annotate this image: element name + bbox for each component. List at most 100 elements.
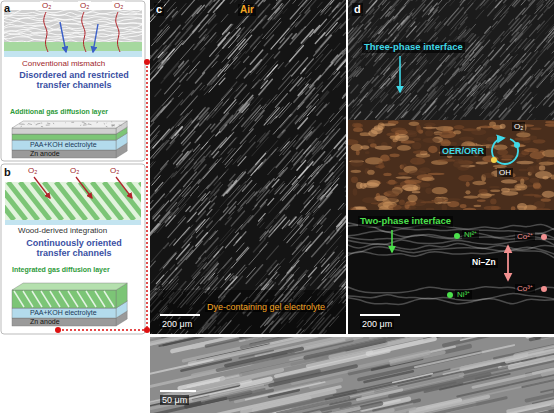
fiber-streak: [293, 0, 307, 3]
oriented-channel: [86, 291, 96, 307]
fiber-streak: [214, 247, 223, 257]
fiber-streak: [512, 48, 516, 53]
fiber-streak: [494, 6, 506, 20]
fiber-streak: [435, 18, 447, 31]
fiber-streak: [180, 149, 193, 164]
fiber-streak: [543, 87, 554, 105]
fiber-streak: [364, 19, 370, 26]
fiber-streak: [535, 69, 542, 77]
fiber-streak: [253, 41, 260, 49]
panel-d-micrograph: [341, 0, 554, 334]
fiber-streak: [486, 0, 502, 8]
fiber-streak: [393, 62, 406, 76]
fiber-streak: [384, 68, 390, 75]
fiber-streak: [551, 64, 554, 76]
fiber-streak: [159, 140, 167, 149]
fiber-streak: [388, 9, 394, 16]
fiber-streak: [207, 251, 224, 270]
fiber-streak: [315, 33, 325, 44]
fiber-streak: [324, 259, 337, 273]
fiber-streak: [313, 27, 317, 32]
fiber-streak: [494, 31, 505, 43]
fiber-streak: [524, 94, 537, 109]
fiber-streak: [530, 107, 535, 112]
fiber-streak: [239, 93, 249, 104]
fiber-streak: [209, 184, 223, 200]
oxygen-arrow: [116, 177, 132, 198]
wavy-fiber: [4, 18, 142, 22]
disordered-channel: [119, 124, 122, 126]
fiber-streak: [207, 69, 221, 84]
fiber-streak: [298, 102, 305, 110]
fiber-streak: [411, 95, 417, 101]
catalyst-grain: [529, 178, 539, 183]
disordered-channel: [84, 123, 86, 124]
fiber-streak: [350, 89, 365, 106]
fiber-streak: [305, 79, 310, 85]
fiber-streak: [448, 74, 456, 83]
disordered-channel: [27, 124, 28, 126]
catalyst-grain: [383, 173, 391, 176]
fiber-streak: [418, 19, 433, 36]
fiber-streak: [158, 59, 166, 68]
fiber-streak: [150, 200, 153, 209]
fiber-streak: [275, 79, 293, 100]
gel-wave: [348, 250, 554, 258]
catalyst-grain: [428, 173, 445, 175]
fiber-streak: [423, 0, 438, 11]
fiber-streak: [220, 132, 233, 147]
fiber-streak: [171, 151, 178, 159]
catalyst-grain: [348, 139, 359, 145]
catalyst-grain: [422, 138, 440, 143]
catalyst-grain: [488, 126, 500, 128]
fiber-streak: [207, 209, 212, 215]
fiber-streak: [293, 152, 298, 157]
layer-top: [12, 121, 127, 128]
fiber-streak: [289, 46, 303, 62]
fiber-streak: [150, 209, 151, 219]
fiber-streak: [458, 83, 466, 92]
catalyst-grain: [391, 127, 407, 133]
fiber-streak: [179, 92, 183, 97]
fiber-streak: [237, 21, 255, 42]
fiber-streak: [370, 9, 374, 14]
callout-dot: [55, 327, 61, 333]
fiber-streak: [500, 54, 509, 65]
fiber-streak: [237, 142, 255, 162]
fiber-streak: [225, 159, 232, 167]
fiber-streak: [210, 231, 218, 240]
fiber-streak: [264, 0, 276, 1]
fiber-streak: [493, 64, 504, 76]
fiber-streak: [204, 77, 216, 90]
fiber-streak: [462, 63, 469, 71]
fiber-streak: [311, 86, 323, 100]
fiber-streak: [223, 181, 236, 196]
fiber-streak: [321, 1, 334, 15]
fiber-streak: [529, 25, 539, 37]
fiber-streak: [235, 225, 242, 233]
fiber-streak: [267, 261, 276, 272]
fiber-streak: [311, 189, 320, 200]
fiber-streak: [488, 50, 493, 56]
fiber-streak: [275, 11, 282, 20]
fiber-streak: [288, 280, 294, 287]
fiber-streak: [547, 0, 554, 7]
fiber-streak: [260, 223, 264, 228]
fiber-streak: [465, 0, 480, 1]
fiber-streak: [329, 166, 334, 171]
fiber-streak: [309, 0, 323, 8]
fiber-streak: [303, 59, 314, 71]
fiber-streak: [220, 197, 229, 207]
fiber-streak: [283, 141, 295, 155]
disordered-channel: [46, 125, 50, 126]
fiber-streak: [491, 44, 505, 60]
fiber-streak: [275, 266, 280, 272]
fiber-streak: [469, 78, 474, 83]
fiber-streak: [159, 271, 168, 281]
fiber-streak: [336, 57, 341, 63]
fiber-streak: [345, 180, 346, 187]
fiber-streak: [314, 254, 326, 267]
fiber-streak: [150, 15, 153, 25]
fiber-streak: [412, 4, 425, 19]
fiber-streak: [447, 97, 453, 104]
